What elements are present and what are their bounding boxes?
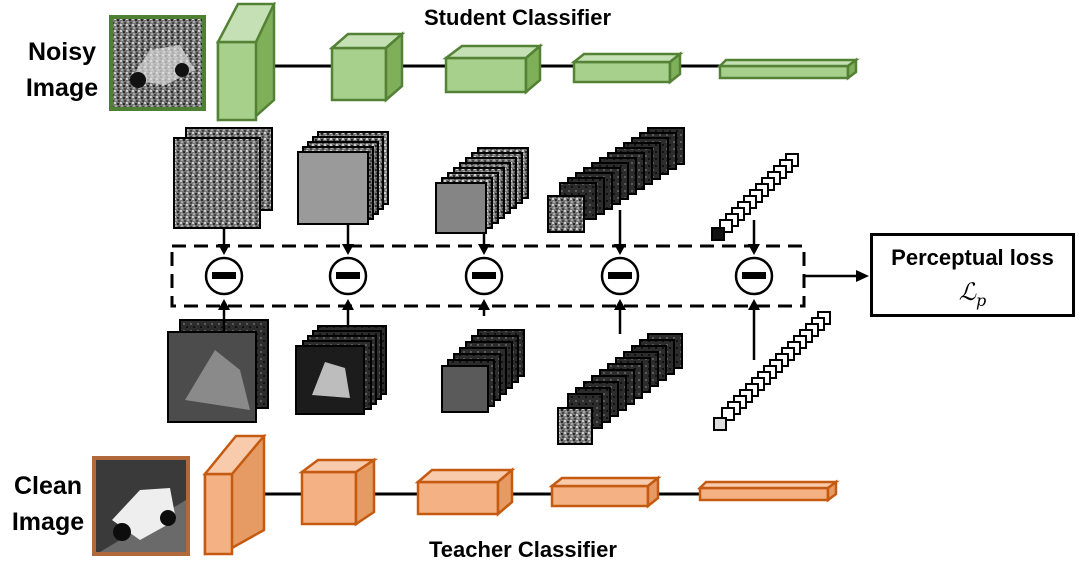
- minus-operator-icon: [734, 256, 774, 296]
- loss-symbol-letter: ℒ: [958, 278, 977, 306]
- teacher-layer-4: [548, 475, 662, 509]
- arrow-icon: [748, 220, 760, 255]
- teacher-feature-stack-4: [557, 333, 683, 445]
- noisy-label-line2: Image: [25, 74, 99, 102]
- loss-symbol-subscript: p: [976, 290, 987, 310]
- comparison-arrows: [218, 210, 869, 360]
- arrow-icon: [218, 299, 230, 332]
- noisy-image-label: Noisy Image: [22, 34, 102, 106]
- student-feature-stack-3: [435, 147, 529, 234]
- arrow-icon: [478, 299, 490, 316]
- clean-label-line1: Clean: [13, 472, 83, 500]
- noisy-image-thumbnail: [109, 15, 206, 111]
- clean-image-label: Clean Image: [8, 468, 88, 540]
- teacher-layer-5: [696, 479, 840, 503]
- student-feature-stack-4: [547, 127, 685, 233]
- arrow-icon: [342, 224, 354, 255]
- teacher-feature-stack-2: [295, 325, 387, 415]
- arrow-icon: [342, 299, 354, 326]
- student-feature-maps: [173, 127, 799, 241]
- arrow-icon: [614, 299, 626, 334]
- minus-operator-icon: [464, 256, 504, 296]
- teacher-feature-stack-1: [167, 319, 269, 423]
- clean-label-line2: Image: [11, 508, 85, 536]
- minus-operator-icon: [204, 256, 244, 296]
- noisy-label-line1: Noisy: [27, 38, 97, 66]
- teacher-classifier: [202, 434, 840, 556]
- student-feature-stack-5: [711, 153, 799, 241]
- student-classifier: [215, 1, 860, 122]
- student-layer-2: [328, 31, 406, 103]
- teacher-feature-maps: [167, 311, 831, 445]
- student-layer-4: [570, 51, 684, 85]
- student-feature-stack-2: [297, 131, 389, 225]
- loss-symbol: ℒp: [873, 276, 1072, 317]
- student-layer-3: [442, 43, 544, 95]
- teacher-layer-3: [414, 467, 516, 517]
- student-layer-5: [716, 57, 860, 81]
- teacher-classifier-title: Teacher Classifier: [429, 537, 617, 562]
- arrow-icon: [218, 228, 230, 255]
- minus-operator-icon: [600, 256, 640, 296]
- arrow-icon: [804, 270, 869, 282]
- teacher-layer-1: [202, 434, 267, 556]
- clean-image-thumbnail: [92, 456, 190, 556]
- student-classifier-title: Student Classifier: [424, 5, 612, 30]
- arrow-icon: [614, 210, 626, 255]
- perceptual-loss-box: Perceptual loss ℒp: [870, 233, 1075, 317]
- arrow-icon: [478, 233, 490, 255]
- subtraction-nodes: [204, 256, 774, 296]
- teacher-feature-stack-5: [713, 311, 831, 431]
- student-feature-stack-1: [173, 127, 273, 229]
- minus-operator-icon: [328, 256, 368, 296]
- teacher-feature-stack-3: [441, 329, 525, 413]
- teacher-layer-2: [298, 457, 379, 527]
- arrow-icon: [748, 299, 760, 360]
- perceptual-loss-title: Perceptual loss: [891, 245, 1054, 270]
- student-layer-1: [215, 1, 276, 122]
